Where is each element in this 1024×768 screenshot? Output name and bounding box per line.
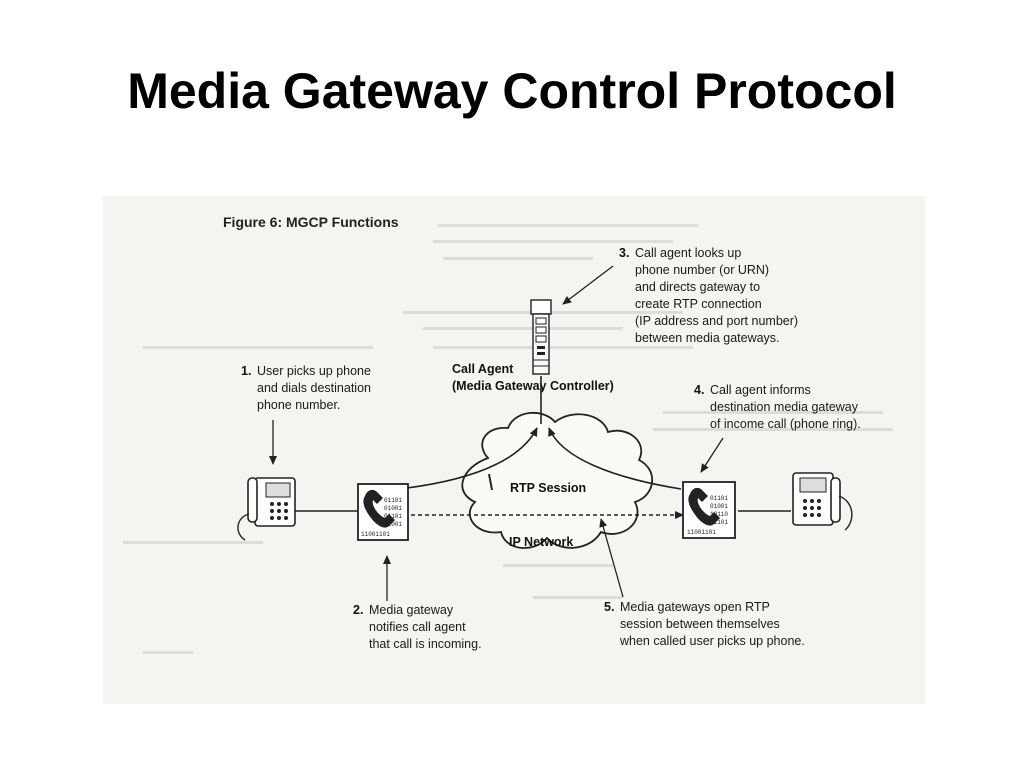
step-5-number: 5.	[604, 600, 614, 614]
step-3-annotation: 3. Call agent looks up phone number (or …	[562, 246, 798, 345]
call-agent-label: Call Agent	[452, 362, 514, 376]
step-1-line-1: User picks up phone	[257, 364, 371, 378]
step-5-line-1: Media gateways open RTP	[620, 600, 770, 614]
step-2-line-2: notifies call agent	[369, 620, 466, 634]
rtp-arc-left	[488, 473, 493, 491]
step-3-arrow	[562, 265, 614, 305]
gateway-code-left-5: 11001101	[361, 531, 390, 538]
step-4-number: 4.	[694, 383, 704, 397]
gateway-code-right-4: 01101	[710, 519, 728, 526]
signal-path-left	[406, 427, 538, 489]
step-4-arrow	[700, 437, 724, 473]
telephone-icon-left	[237, 477, 296, 541]
gateway-code-left-3: 01101	[384, 513, 402, 520]
step-4-annotation: 4. Call agent informs destination media …	[694, 383, 861, 473]
call-agent-server-icon	[530, 299, 552, 375]
gateway-code-left-1: 01101	[384, 497, 402, 504]
media-gateway-icon-left: 01101 01001 01101 01001 11001101	[357, 483, 409, 541]
gateway-code-right-2: 01001	[710, 503, 728, 510]
gateway-code-right-3: 10110	[710, 511, 728, 518]
call-agent-sublabel: (Media Gateway Controller)	[452, 379, 614, 393]
gateway-code-left-4: 01001	[384, 521, 402, 528]
step-4-line-3: of income call (phone ring).	[710, 417, 861, 431]
step-1-line-3: phone number.	[257, 398, 340, 412]
step-3-line-5: (IP address and port number)	[635, 314, 798, 328]
step-2-line-3: that call is incoming.	[369, 637, 482, 651]
step-3-line-6: between media gateways.	[635, 331, 780, 345]
step-5-line-3: when called user picks up phone.	[619, 634, 805, 648]
step-5-line-2: session between themselves	[620, 617, 780, 631]
scanned-figure: Figure 6: MGCP Functions Call Agent (Med…	[103, 196, 925, 704]
rtp-session-label: RTP Session	[510, 481, 586, 495]
step-1-number: 1.	[241, 364, 251, 378]
step-2-line-1: Media gateway	[369, 603, 454, 617]
figure-caption: Figure 6: MGCP Functions	[223, 214, 399, 230]
gateway-code-left-2: 01001	[384, 505, 402, 512]
step-1-annotation: 1. User picks up phone and dials destina…	[241, 364, 371, 465]
step-2-number: 2.	[353, 603, 363, 617]
step-5-arrow	[599, 518, 624, 598]
signal-path-right	[548, 427, 682, 490]
step-3-line-3: and directs gateway to	[635, 280, 760, 294]
ip-network-label: IP Network	[509, 535, 573, 549]
step-3-line-2: phone number (or URN)	[635, 263, 769, 277]
mgcp-diagram: Figure 6: MGCP Functions Call Agent (Med…	[123, 214, 893, 654]
gateway-code-right-1: 01101	[710, 495, 728, 502]
step-3-line-1: Call agent looks up	[635, 246, 741, 260]
step-3-line-4: create RTP connection	[635, 297, 762, 311]
media-gateway-icon-right: 01101 01001 10110 01101 11001101	[682, 481, 736, 539]
step-1-line-2: and dials destination	[257, 381, 371, 395]
telephone-icon-right	[792, 472, 853, 531]
gateway-code-right-5: 11001101	[687, 529, 716, 536]
step-2-annotation: 2. Media gateway notifies call agent tha…	[353, 555, 482, 651]
slide-title: Media Gateway Control Protocol	[127, 63, 897, 119]
step-3-number: 3.	[619, 246, 629, 260]
step-4-line-2: destination media gateway	[710, 400, 859, 414]
step-4-line-1: Call agent informs	[710, 383, 811, 397]
step-5-annotation: 5. Media gateways open RTP session betwe…	[599, 518, 805, 648]
